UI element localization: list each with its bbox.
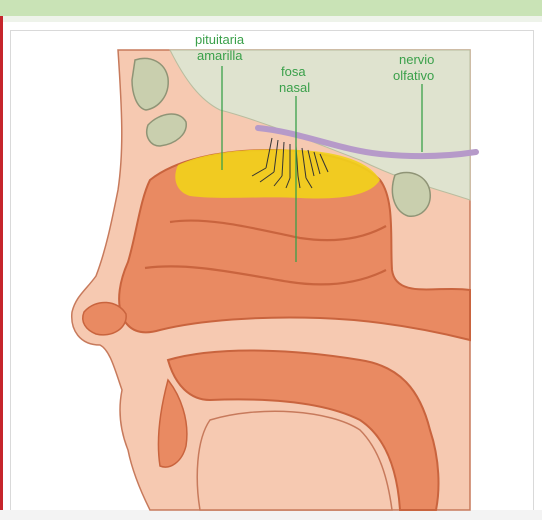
label-nervio-line1: nervio: [399, 52, 434, 67]
label-nervio-line2: olfativo: [393, 68, 434, 83]
nostril: [83, 302, 126, 334]
label-fosa-line1: fosa: [281, 64, 306, 79]
label-pituitaria-line1: pituitaria: [195, 32, 245, 47]
label-pituitaria-line2: amarilla: [197, 48, 243, 63]
sphenoid-bone: [392, 172, 430, 216]
label-fosa-line2: nasal: [279, 80, 310, 95]
